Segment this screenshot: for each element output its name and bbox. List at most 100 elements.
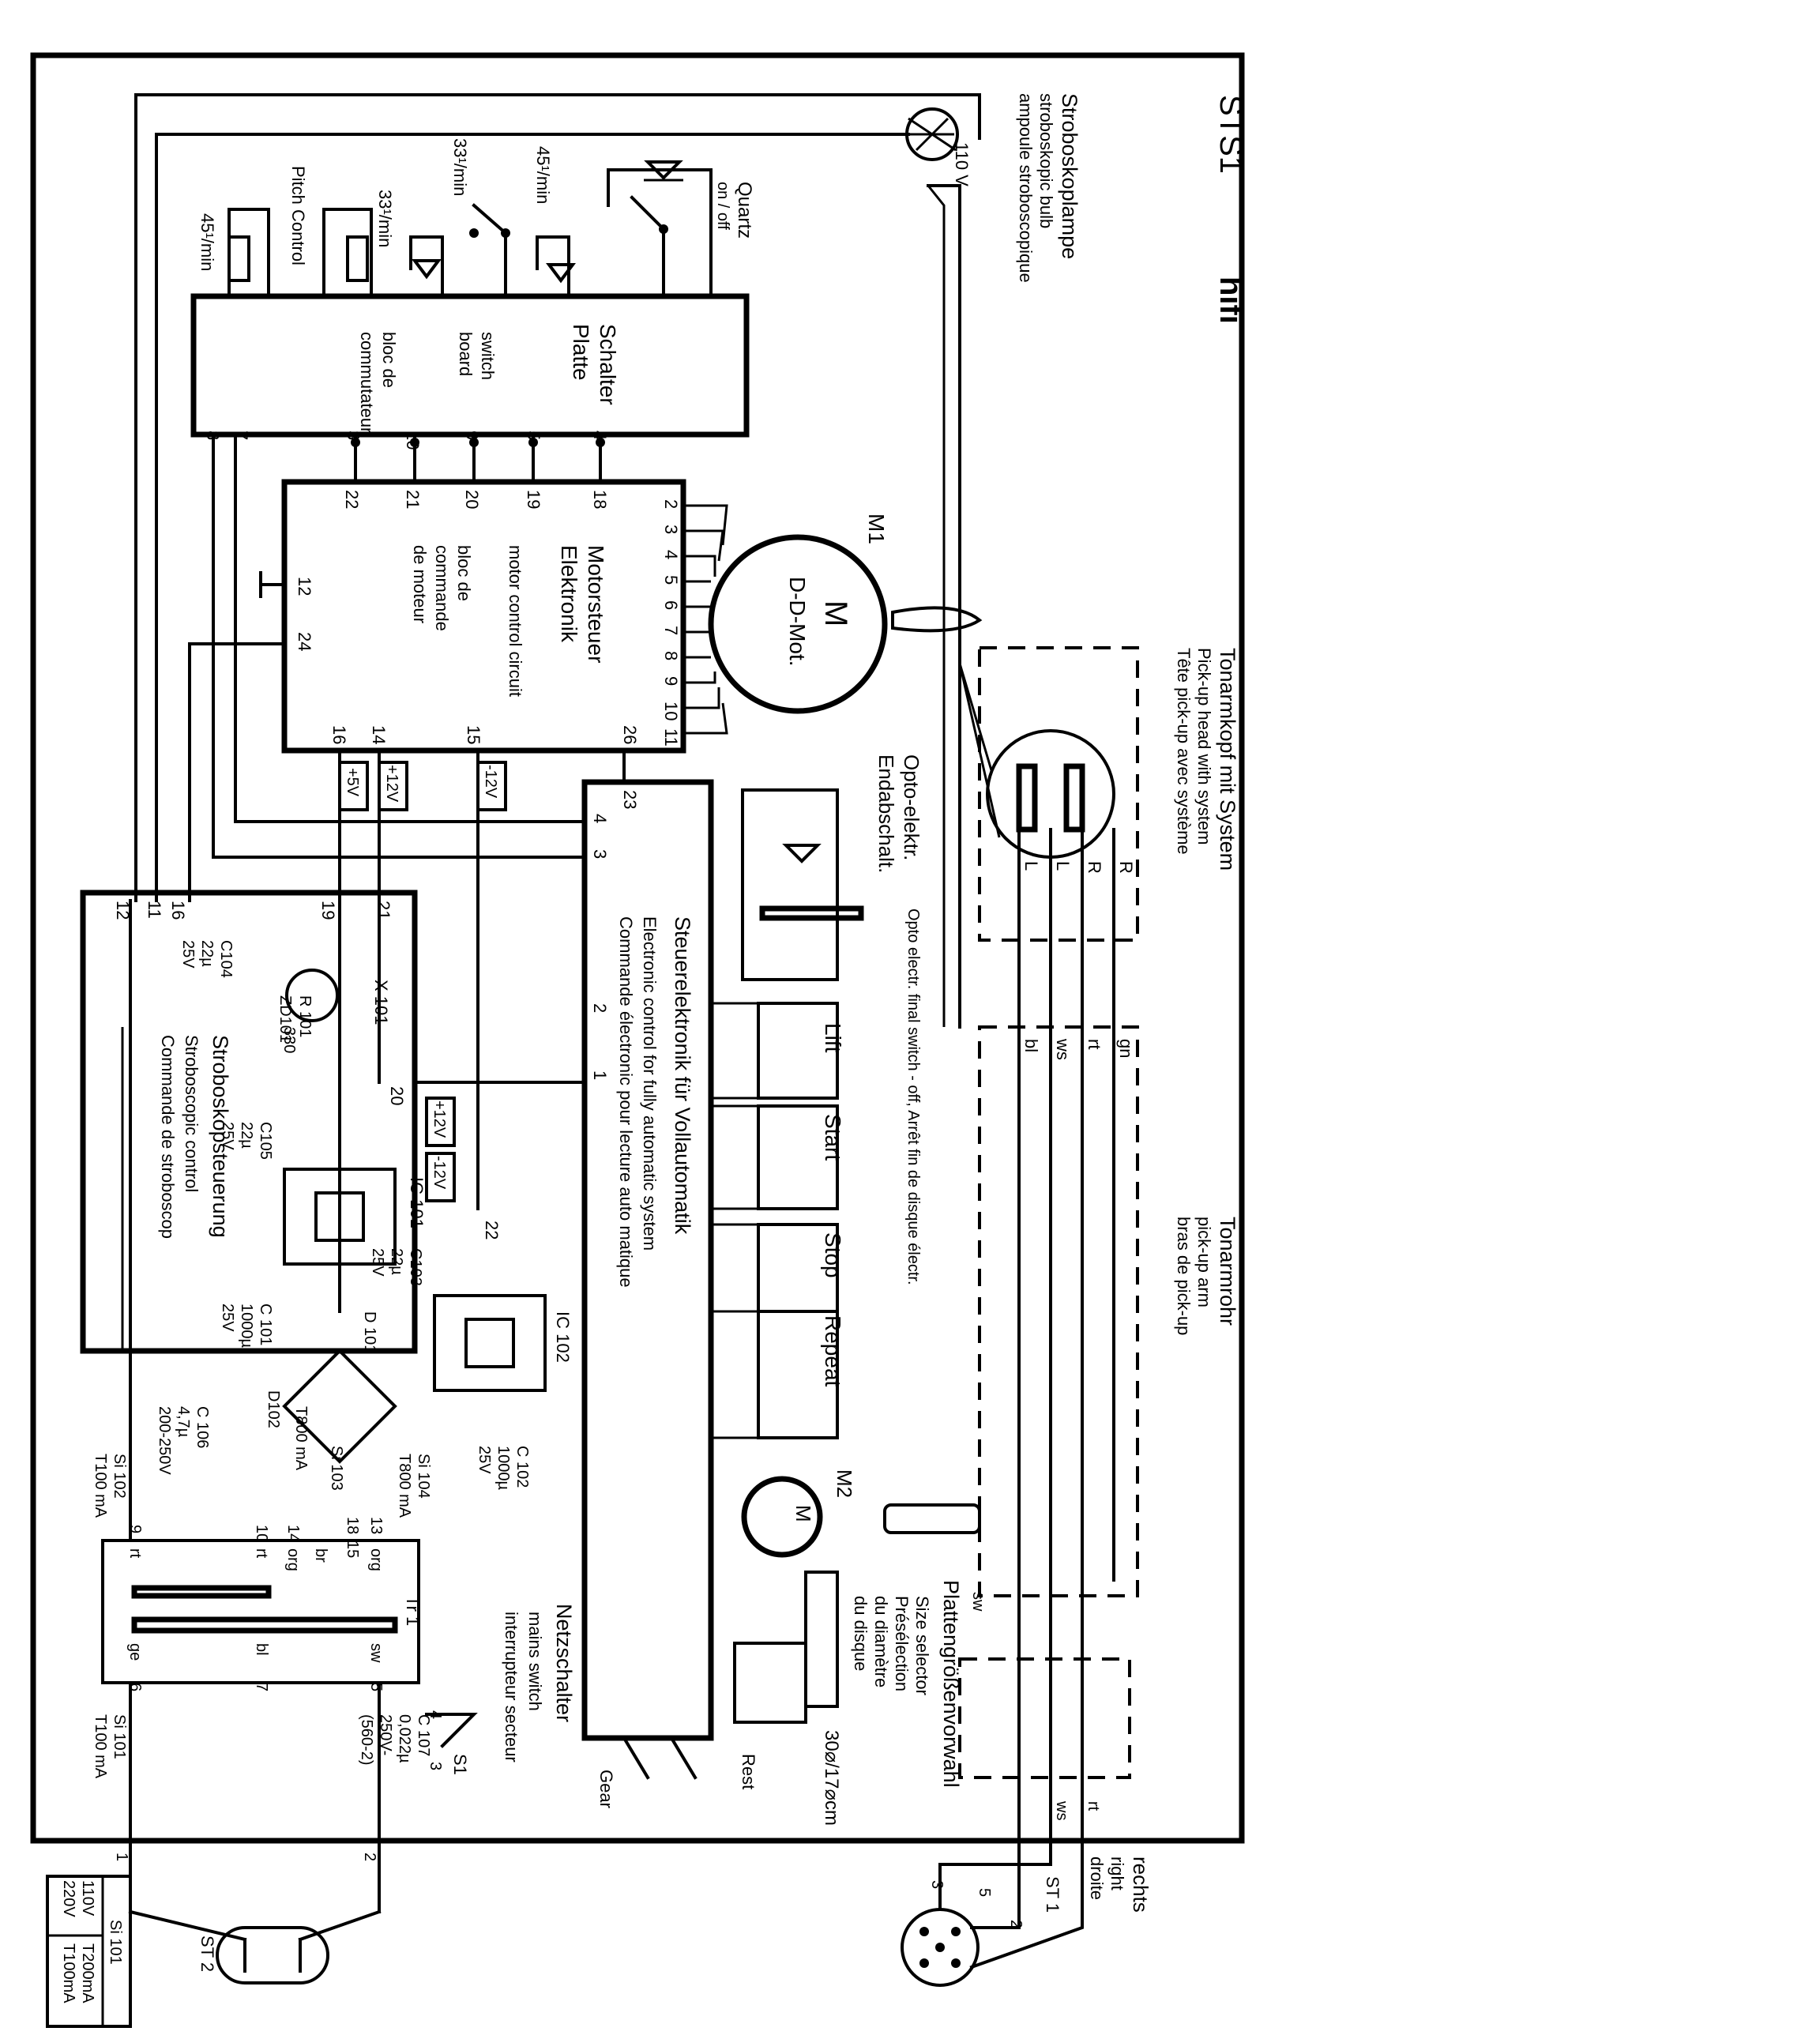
st1-pin-5: 5	[976, 1888, 993, 1897]
tr-wire-br: br	[312, 1548, 329, 1563]
st1-pin-3: 3	[928, 1880, 946, 1889]
switch-45-33[interactable]	[472, 203, 507, 298]
mc-pin-2: 2	[661, 499, 681, 509]
si103-label: Si 103	[328, 1446, 345, 1491]
motor-m1-name: D-D-Mot.	[785, 577, 810, 667]
si102-a: Si 102	[111, 1454, 128, 1499]
opto-en-fr: Opto electr. final switch - off, Arrêt f…	[904, 909, 922, 1285]
sc-pin-11: 11	[145, 901, 164, 919]
sb-speed45: 45¹/min	[533, 146, 553, 204]
motor-m1-ref: M1	[864, 514, 889, 544]
wire-bl: bl	[1021, 1039, 1041, 1052]
c105-a: C105	[257, 1122, 274, 1160]
opto-sensor-box	[741, 788, 839, 981]
button-start[interactable]: Start	[821, 1114, 845, 1161]
led-45-icon	[546, 263, 576, 284]
motor-control-en: motor control circuit	[506, 545, 525, 697]
quartz-switch[interactable]	[630, 195, 665, 298]
tonearm-tube-box	[978, 1025, 1139, 1597]
sc-pin-21: 21	[374, 901, 393, 920]
platter-line	[927, 184, 961, 1029]
pot-33-icon[interactable]	[346, 235, 369, 282]
mc-pin-21: 21	[403, 490, 423, 509]
sb-pin-9: 9	[462, 431, 482, 440]
strobe-lamp-de: Stroboskoplampe	[1058, 93, 1081, 259]
ce-pin-4: 4	[590, 814, 610, 823]
size-selector-rod[interactable]	[804, 1571, 839, 1708]
mc-pin-4: 4	[661, 550, 681, 559]
sb-pin-3: 3	[344, 431, 363, 440]
tr-pin-9: 9	[126, 1525, 144, 1533]
tr-wire-ge: ge	[126, 1643, 144, 1661]
motor-m2-ref: M2	[833, 1469, 856, 1498]
quartz-sub: on / off	[714, 182, 731, 230]
d102-label: D102	[265, 1390, 282, 1428]
strobe-lamp-fr: ampoule stroboscopique	[1016, 93, 1036, 283]
wire-ws: ws	[1053, 1038, 1073, 1060]
sc-pin-19: 19	[318, 901, 338, 920]
button-lift[interactable]: Lift	[821, 1023, 845, 1053]
mains-switch-s1[interactable]	[425, 1713, 478, 1748]
mc-pin-16: 16	[329, 725, 349, 744]
switch-board-box	[190, 293, 750, 438]
sb-speed45-pitch: 45¹/min	[197, 213, 217, 271]
strobe-control-box	[80, 890, 418, 1354]
strobe-voltage: 110 V	[952, 142, 972, 186]
r101-label-b: 330	[280, 1027, 298, 1053]
control-electronics-de: Steuerelektronik für Vollautomatik	[671, 916, 694, 1235]
mains-switch-fr: interrupteur secteur	[502, 1612, 521, 1762]
ce-pin-2: 2	[590, 1003, 610, 1013]
c107-c: 250V-	[377, 1714, 394, 1755]
motor-control-fr2: commande	[432, 545, 452, 631]
out-wire-rt: rt	[1085, 1801, 1102, 1811]
fuse-row0-v: 110V	[79, 1880, 96, 1917]
sc-pin-22: 22	[482, 1221, 502, 1240]
sb-speed33-pitch: 33¹/min	[375, 190, 395, 247]
tonearm-tube-de: Tonarmrohr	[1216, 1217, 1239, 1326]
ms-pin-3: 3	[427, 1762, 444, 1770]
pot-45-icon[interactable]	[228, 235, 250, 282]
control-electronics-en: Electronic control for fully automatic s…	[640, 916, 660, 1251]
button-stop[interactable]: Stop	[821, 1232, 845, 1278]
ce-pin-3: 3	[590, 849, 610, 859]
opto-led-icon	[782, 844, 822, 863]
tonearm-head-fr: Tête pick-up avec système	[1174, 648, 1194, 855]
mc-pin-24: 24	[295, 632, 314, 651]
motor-control-box	[281, 479, 686, 754]
button-repeat[interactable]: Repeat	[821, 1315, 845, 1387]
spindle	[891, 606, 983, 633]
tonearm-tube-fr: bras de pick-up	[1174, 1217, 1194, 1335]
pitch-control-label: Pitch Control	[288, 166, 308, 265]
strobe-control-de: Stroboskopsteuerung	[209, 1035, 232, 1238]
ic101-label: IC 101	[407, 1177, 427, 1228]
tr-pin-6: 6	[126, 1683, 144, 1691]
si102-b: T100 mA	[92, 1454, 109, 1518]
si101-a: Si 101	[111, 1714, 128, 1759]
size-selector-fr1: Présélection	[892, 1596, 912, 1691]
tonearm-tube-en: pick-up arm	[1194, 1217, 1214, 1307]
mains-pin-2: 2	[361, 1853, 378, 1861]
sb-speed33: 33¹/min	[450, 138, 470, 196]
size-selector-fr3: du disque	[851, 1596, 871, 1671]
tr-pin-15: 15	[344, 1541, 361, 1558]
ms-pin-4: 4	[427, 1710, 444, 1719]
mc-pin-14: 14	[369, 725, 389, 744]
mains-pin-1: 1	[113, 1853, 130, 1861]
mc-pin-10: 10	[661, 702, 681, 720]
size-selector-block	[733, 1642, 807, 1724]
c106-c: 200-250V	[156, 1406, 173, 1475]
c102-c: 25V	[476, 1446, 493, 1474]
si101-b: T100 mA	[92, 1714, 109, 1779]
quartz-label: Quartz	[734, 182, 755, 239]
c106-a: C 106	[194, 1406, 211, 1448]
mc-pin-8: 8	[661, 651, 681, 660]
outer-frame	[30, 52, 1245, 1844]
switch-board-en2: board	[456, 332, 476, 376]
motor-control-fr3: de moteur	[410, 545, 430, 623]
power-m12-b: -12V	[431, 1156, 448, 1190]
si104-a: Si 104	[415, 1454, 432, 1499]
mc-pin-6: 6	[661, 600, 681, 610]
ce-pin-1: 1	[590, 1070, 610, 1080]
c102-b: 1000µ	[494, 1446, 512, 1490]
fuse-table-header: Si 101	[107, 1920, 124, 1965]
